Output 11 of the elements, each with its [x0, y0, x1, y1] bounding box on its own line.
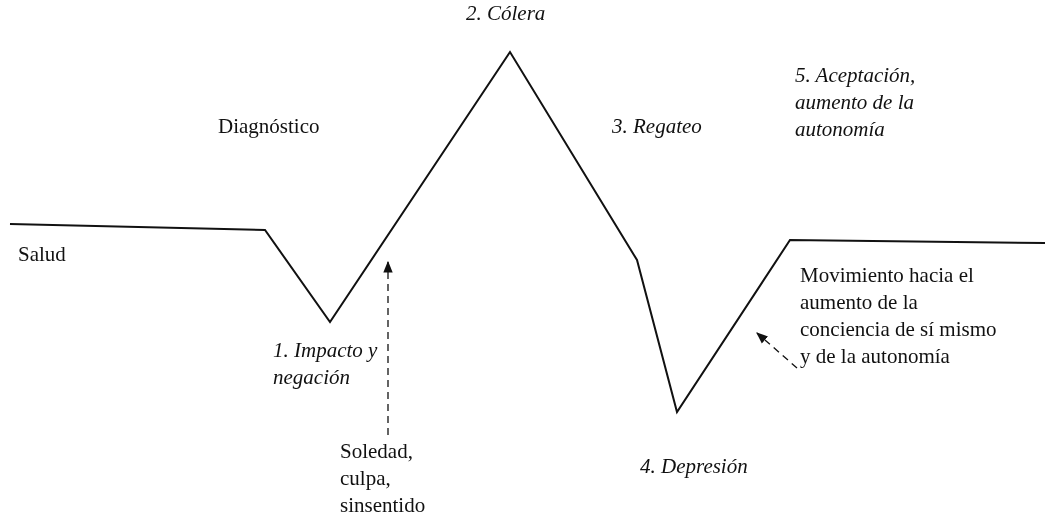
annotation-text: Movimiento hacia el aumento de la conciencia de sí mismo y de la autonomía [800, 262, 1000, 370]
diagnosis-label: Diagnóstico [218, 113, 321, 140]
leader-line [383, 260, 393, 436]
stage-label: 3. Regateo [612, 113, 703, 140]
annotation-text: Soledad, culpa, sinsentido [340, 438, 440, 519]
stage-label: 5. Aceptación, aumento de la autonomía [795, 62, 917, 143]
stage-label: 2. Cólera [466, 0, 547, 27]
state-label: Salud [18, 241, 67, 268]
stage-label: 4. Depresión [640, 453, 749, 480]
leader-line [756, 332, 798, 369]
stage-label: 1. Impacto y negación [273, 337, 379, 391]
